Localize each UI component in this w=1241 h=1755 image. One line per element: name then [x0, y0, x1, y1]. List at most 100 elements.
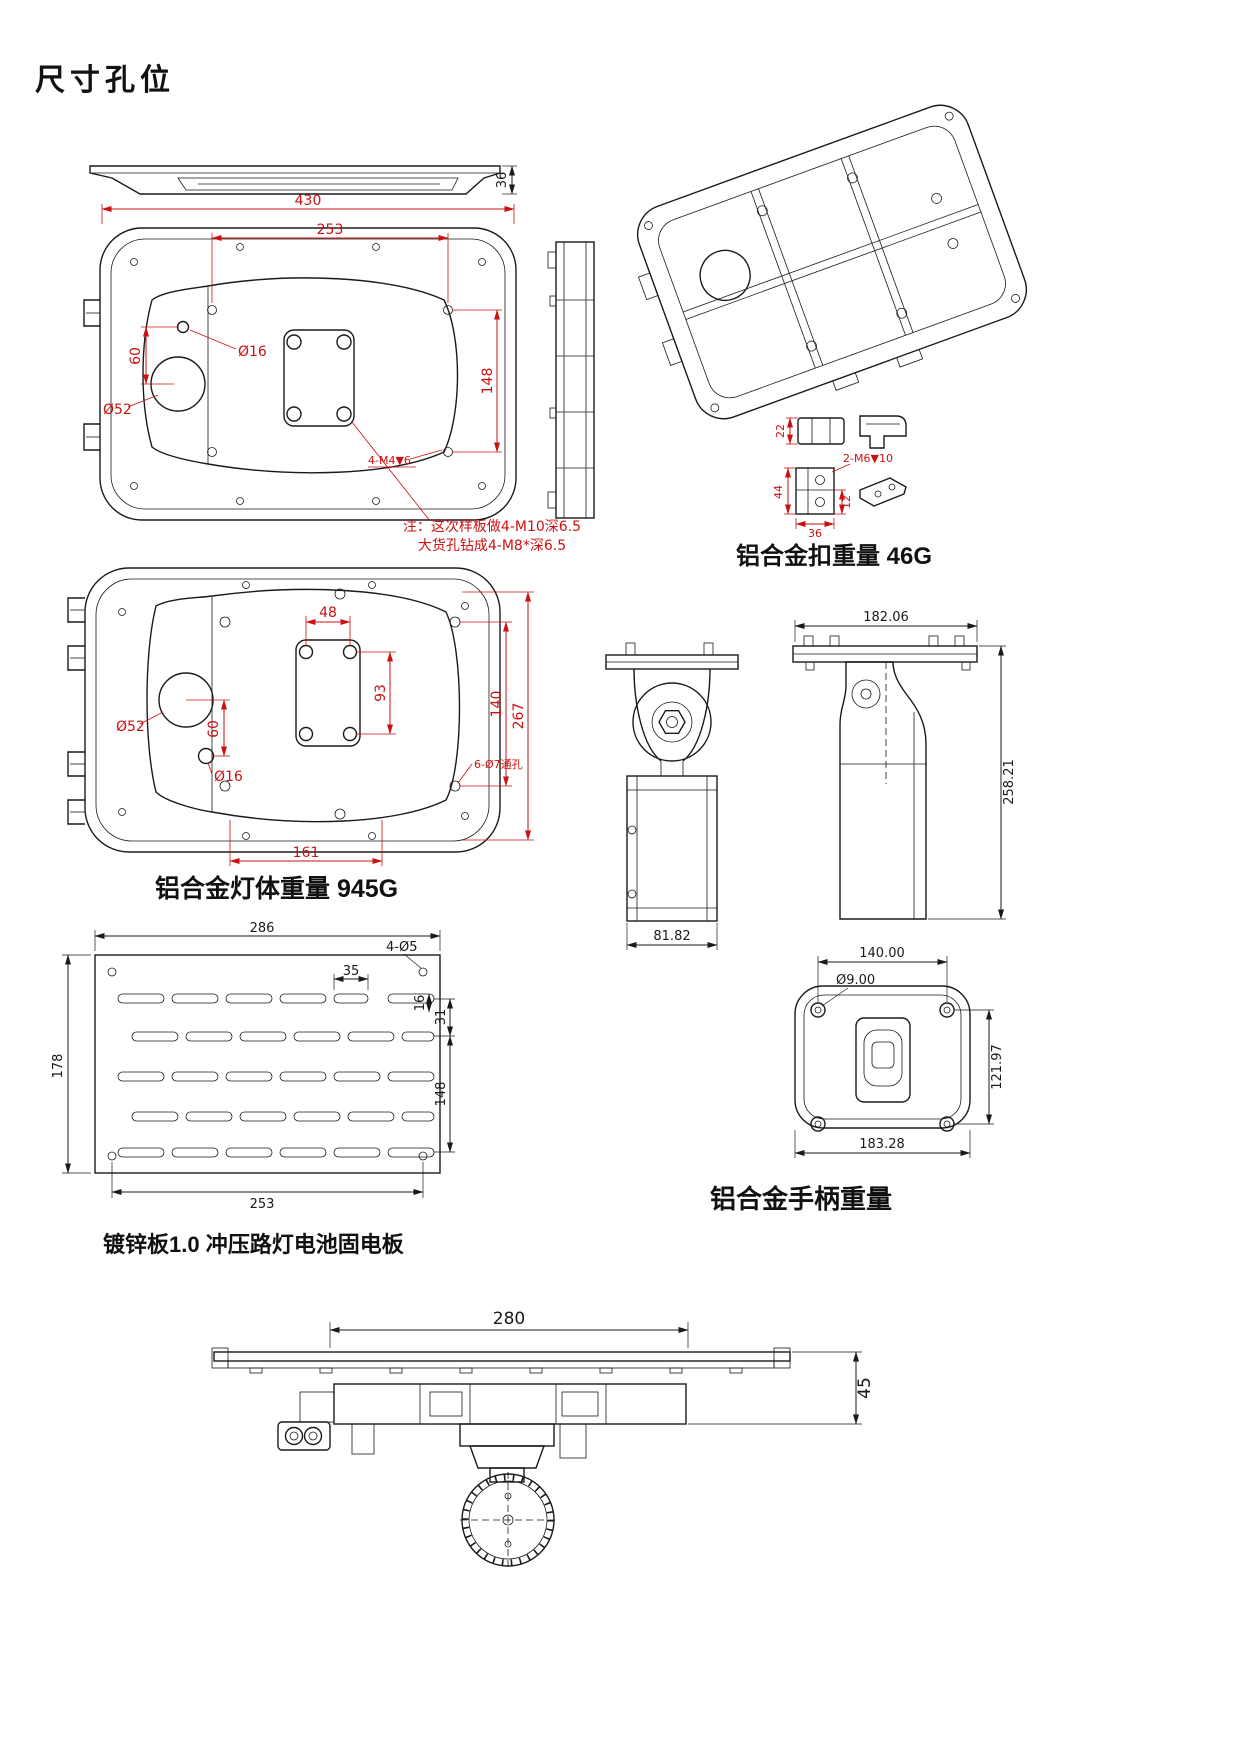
dim-31-text: 31 [434, 1009, 449, 1026]
dim-60-b: 60 [186, 699, 230, 757]
lamp-body-top-view-2 [67, 567, 501, 853]
dim-25821: 258.21 [928, 645, 1017, 920]
dim-280-text: 280 [493, 1309, 525, 1329]
handle-weight-label: 铝合金手柄重量 [710, 1184, 892, 1214]
dim-16: 16 [413, 993, 432, 1013]
dim-253: 253 [211, 222, 449, 303]
note-line-1: 注：这次样板做4-M10深6.5 [403, 518, 581, 535]
dim-d16-b-text: Ø16 [214, 769, 243, 785]
dim-140-body: 140 [460, 621, 512, 787]
dim-18206-text: 182.06 [863, 610, 909, 625]
dim-d52-b-text: Ø52 [116, 719, 145, 735]
page-title: 尺寸孔位 [35, 63, 175, 97]
dim-44-text: 44 [772, 485, 785, 499]
dim-430-text: 430 [295, 193, 322, 209]
dim-2m6: 2-M6▼10 [831, 452, 893, 473]
dim-d52-a: Ø52 [103, 394, 159, 418]
dim-140-body-text: 140 [489, 691, 505, 718]
dim-d52-a-text: Ø52 [103, 402, 132, 418]
hole-d16 [176, 320, 190, 334]
dim-d16-a-text: Ø16 [238, 344, 267, 360]
dim-286: 286 [94, 921, 441, 951]
dim-14000-text: 140.00 [859, 946, 905, 961]
dim-8182-text: 81.82 [653, 929, 690, 944]
dim-4m4: 4-M4▼6 [368, 449, 443, 468]
handle-front-view [605, 642, 739, 922]
sample-note: 注：这次样板做4-M10深6.5 大货孔钻成4-M8*深6.5 [351, 421, 581, 554]
lamp-body-edge-view [547, 241, 595, 519]
dim-d900-text: Ø9.00 [836, 973, 875, 988]
dim-35: 35 [333, 964, 369, 990]
dim-286-text: 286 [250, 921, 275, 936]
dim-36-buckle: 36 [795, 518, 835, 540]
lamp-body-isometric-view [636, 104, 1028, 420]
dim-18328: 183.28 [794, 1130, 971, 1158]
dim-48: 48 [305, 605, 351, 646]
dim-148-plate-text: 148 [434, 1082, 449, 1107]
dim-148-plate: 148 [434, 1035, 455, 1153]
dim-16-text: 16 [413, 995, 428, 1012]
dim-14000: 140.00 [817, 946, 948, 1002]
battery-plate-view [94, 954, 441, 1174]
note-line-2: 大货孔钻成4-M8*深6.5 [418, 537, 566, 554]
buckle-weight-label: 铝合金扣重量 46G [736, 542, 932, 570]
dim-35-text: 35 [343, 964, 360, 979]
handle-side-view [792, 635, 978, 920]
dim-d52-b: Ø52 [116, 711, 164, 735]
dim-161-text: 161 [293, 845, 320, 861]
dim-45: 45 [688, 1351, 875, 1425]
hole-d16-2 [197, 747, 215, 765]
dim-4d5-text: 4-Ø5 [386, 940, 417, 955]
dim-d900: Ø9.00 [821, 973, 875, 1007]
hex-nut [658, 710, 686, 734]
lamp-body-top-view-1 [83, 227, 517, 521]
handle-bottom-view [794, 985, 971, 1132]
dim-430: 430 [101, 193, 515, 224]
dim-22: 22 [774, 417, 798, 445]
dim-31: 31 [434, 998, 455, 1037]
dim-6d7: 6-Ø7通孔 [457, 758, 523, 784]
assembly-side-view [211, 1347, 791, 1568]
dim-22-text: 22 [774, 424, 787, 438]
body-weight-label: 铝合金灯体重量 945G [155, 874, 398, 903]
dim-48-text: 48 [319, 605, 337, 621]
dim-253-text: 253 [317, 222, 344, 238]
dim-12197-text: 121.97 [990, 1044, 1005, 1090]
dim-44: 44 [772, 467, 796, 515]
dim-267: 267 [462, 591, 534, 841]
dim-93-text: 93 [373, 684, 389, 702]
dim-280: 280 [329, 1309, 689, 1348]
dim-45-text: 45 [855, 1377, 875, 1399]
dim-253-plate-text: 253 [250, 1197, 275, 1212]
dim-148-a-text: 148 [480, 368, 496, 395]
plate-label: 镀锌板1.0 冲压路灯电池固电板 [103, 1232, 405, 1257]
dim-d16-a: Ø16 [189, 329, 267, 360]
lid-side-view: 36 [89, 165, 517, 195]
dim-25821-text: 258.21 [1002, 759, 1017, 805]
dim-12197: 121.97 [954, 1009, 1005, 1125]
dim-161: 161 [229, 820, 383, 866]
dim-60-a: 60 [128, 326, 179, 385]
dim-18328-text: 183.28 [859, 1137, 905, 1152]
buckle-part-views [795, 415, 907, 515]
dim-d16-b: Ø16 [207, 762, 243, 785]
dim-12-text: 12 [840, 495, 853, 509]
dim-178: 178 [51, 954, 91, 1174]
dim-36-lid: 36 [495, 165, 517, 195]
dim-60-a-text: 60 [128, 347, 144, 365]
dim-12: 12 [834, 489, 853, 515]
dim-36-lid-text: 36 [495, 172, 510, 189]
dim-8182: 81.82 [626, 923, 718, 950]
dim-6d7-text: 6-Ø7通孔 [474, 758, 523, 771]
dim-253-plate: 253 [111, 1162, 424, 1212]
dim-18206: 182.06 [794, 610, 978, 642]
dim-178-text: 178 [51, 1054, 66, 1079]
dim-2m6-text: 2-M6▼10 [843, 452, 893, 465]
dim-4m4-text: 4-M4▼6 [368, 454, 411, 467]
dim-93: 93 [356, 651, 396, 735]
dim-36-buckle-text: 36 [808, 527, 822, 540]
dim-148-a: 148 [452, 309, 502, 453]
dim-267-text: 267 [511, 703, 527, 730]
